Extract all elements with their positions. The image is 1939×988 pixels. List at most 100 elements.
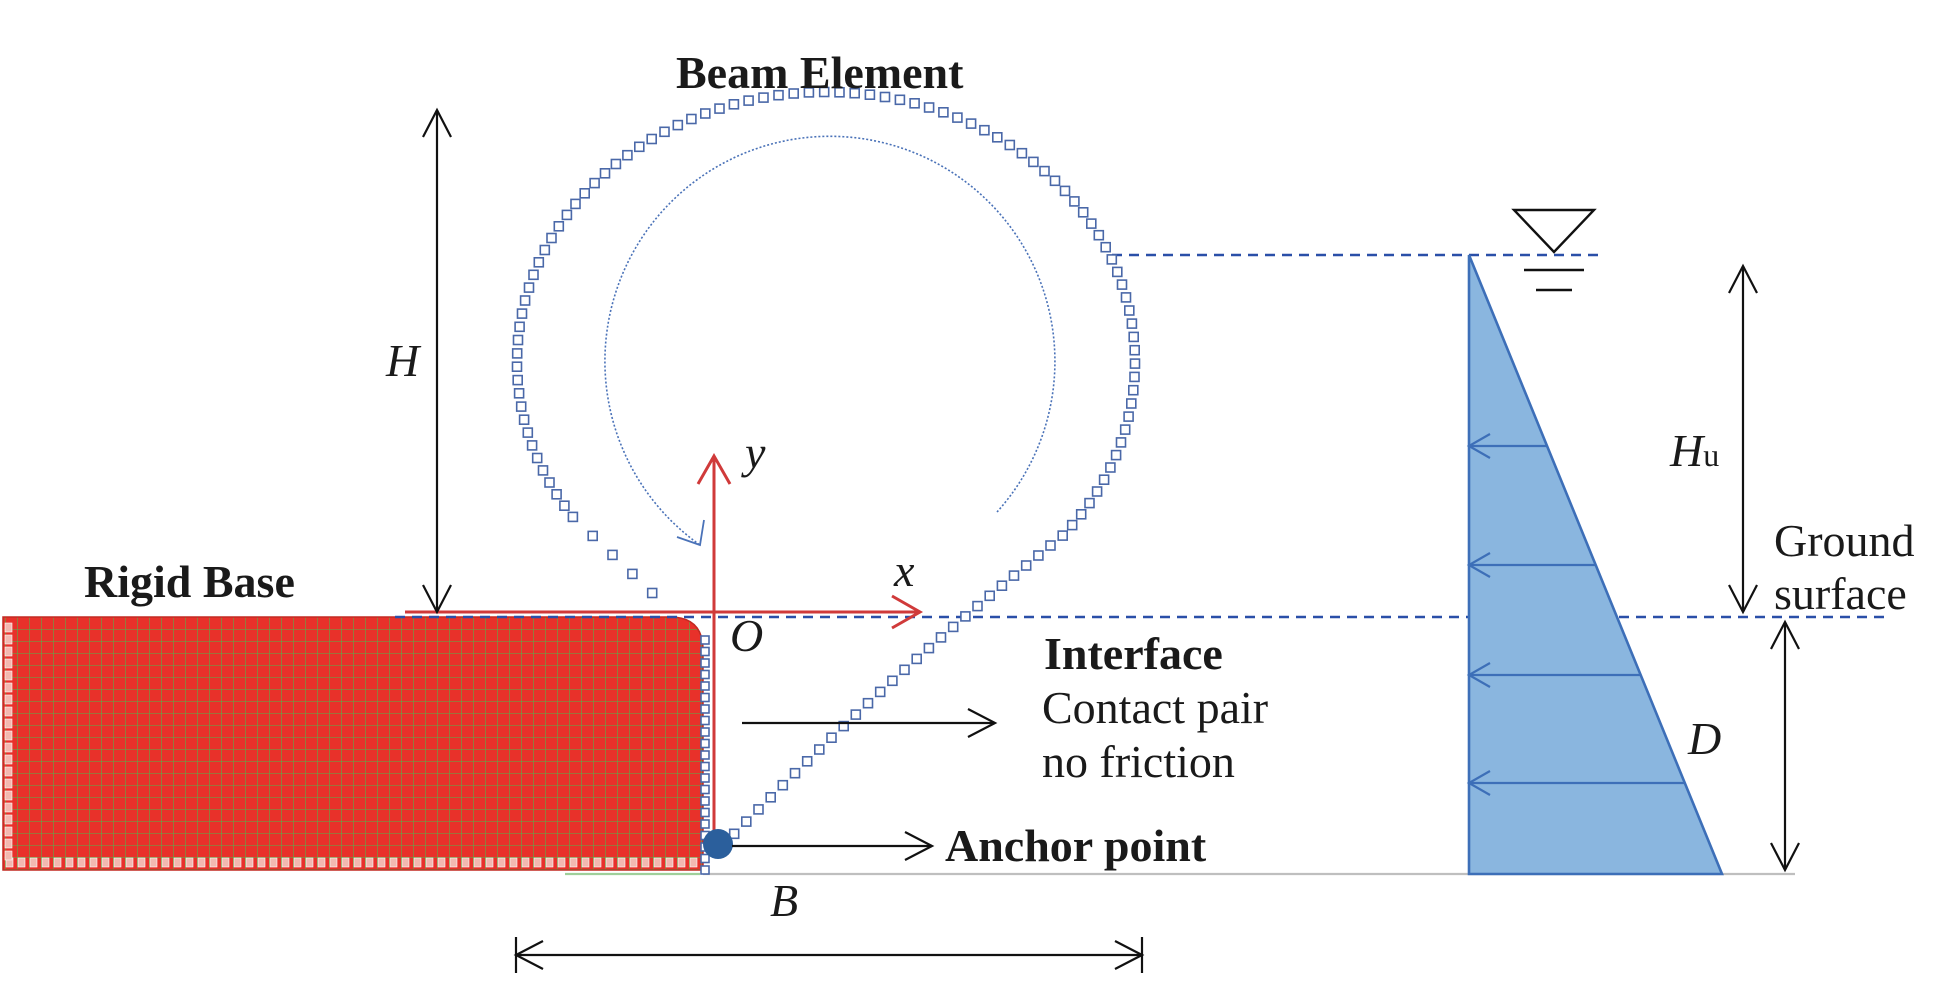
base-bottom-node: [641, 857, 650, 868]
base-bottom-node: [197, 857, 206, 868]
beam-node: [533, 256, 545, 268]
base-bottom-node: [629, 857, 638, 868]
interface-node: [700, 807, 710, 818]
base-bottom-node: [125, 857, 134, 868]
base-bottom-node: [605, 857, 614, 868]
beam-node: [758, 92, 769, 103]
beam-node: [899, 664, 910, 676]
x-axis-label: x: [893, 545, 915, 596]
beam-node: [551, 488, 562, 500]
base-left-node: [4, 826, 13, 837]
base-bottom-node: [545, 857, 554, 868]
beam-node: [537, 465, 549, 476]
origin-symbol: O: [730, 610, 763, 661]
beam-node: [514, 321, 525, 333]
base-left-node: [4, 622, 13, 633]
beam-element-label: Beam Element: [676, 47, 964, 98]
base-bottom-node: [473, 857, 482, 868]
base-bottom-node: [461, 857, 470, 868]
base-bottom-node: [53, 857, 62, 868]
beam-node: [579, 188, 591, 199]
base-left-node: [4, 682, 13, 693]
beam-node: [911, 653, 923, 665]
beam-node: [512, 374, 524, 386]
beam-node: [923, 642, 935, 654]
base-bottom-node: [533, 857, 542, 868]
beam-node: [511, 348, 523, 359]
base-left-node: [4, 778, 13, 789]
base-left-node: [4, 706, 13, 717]
beam-node: [1100, 241, 1111, 253]
base-bottom-node: [317, 857, 326, 868]
base-bottom-node: [593, 857, 602, 868]
base-bottom-node: [653, 857, 662, 868]
interface-node: [700, 738, 710, 749]
rigid-base: [2, 616, 704, 871]
beam-node: [1075, 508, 1087, 520]
base-left-node: [4, 790, 13, 801]
base-bottom-node: [209, 857, 218, 868]
beam-node: [1016, 147, 1028, 159]
beam-node: [1004, 139, 1016, 151]
beam-node: [850, 709, 862, 720]
water-level-triangle-icon: [1511, 208, 1597, 292]
beam-node: [589, 177, 600, 189]
beam-node: [512, 334, 524, 346]
base-bottom-node: [413, 857, 422, 868]
beam-node: [570, 198, 581, 210]
beam-node: [1045, 540, 1056, 551]
base-bottom-node: [521, 857, 530, 868]
D-symbol: D: [1687, 713, 1721, 764]
beam-node: [1124, 305, 1135, 316]
beam-node: [801, 755, 813, 767]
dimension-H: [422, 107, 452, 615]
H-symbol: H: [385, 335, 422, 386]
beam-node: [765, 791, 777, 803]
beam-node: [1128, 384, 1139, 396]
beam-node: [546, 232, 557, 244]
beam-element-nodes: [511, 86, 1141, 852]
beam-node: [610, 158, 622, 170]
beam-node: [909, 98, 920, 109]
beam-node: [972, 600, 983, 612]
base-bottom-node: [689, 857, 698, 868]
beam-node: [777, 779, 789, 791]
ground-surface-label-line2: surface: [1774, 568, 1907, 619]
beam-node: [728, 828, 740, 840]
beam-node: [515, 401, 527, 412]
base-left-node: [4, 850, 13, 861]
beam-node: [813, 744, 825, 755]
rigid-base-left-nodes: [4, 622, 13, 861]
base-bottom-node: [665, 857, 674, 868]
B-symbol: B: [770, 875, 798, 926]
interface-node: [700, 796, 710, 806]
base-bottom-node: [173, 857, 182, 868]
beam-node: [838, 720, 850, 732]
beam-node: [561, 209, 573, 221]
base-bottom-node: [341, 857, 350, 868]
beam-node: [1069, 196, 1080, 207]
base-bottom-node: [449, 857, 458, 868]
beam-node: [803, 87, 815, 98]
beam-node: [522, 427, 534, 438]
beam-node: [633, 141, 645, 153]
base-bottom-node: [389, 857, 398, 868]
beam-node: [1129, 344, 1140, 356]
beam-node: [1086, 218, 1097, 229]
base-bottom-node: [29, 857, 38, 868]
base-bottom-node: [509, 857, 518, 868]
base-bottom-node: [569, 857, 578, 868]
base-bottom-node: [221, 857, 230, 868]
beam-node: [1129, 371, 1140, 383]
base-bottom-node: [425, 857, 434, 868]
beam-node: [587, 530, 599, 542]
base-bottom-node: [281, 857, 290, 868]
base-bottom-node: [557, 857, 566, 868]
beam-node: [826, 732, 837, 744]
rotation-arrow-icon: [604, 135, 1056, 547]
base-left-node: [4, 646, 13, 657]
base-bottom-node: [257, 857, 266, 868]
base-bottom-node: [437, 857, 446, 868]
beam-node: [1105, 462, 1116, 473]
